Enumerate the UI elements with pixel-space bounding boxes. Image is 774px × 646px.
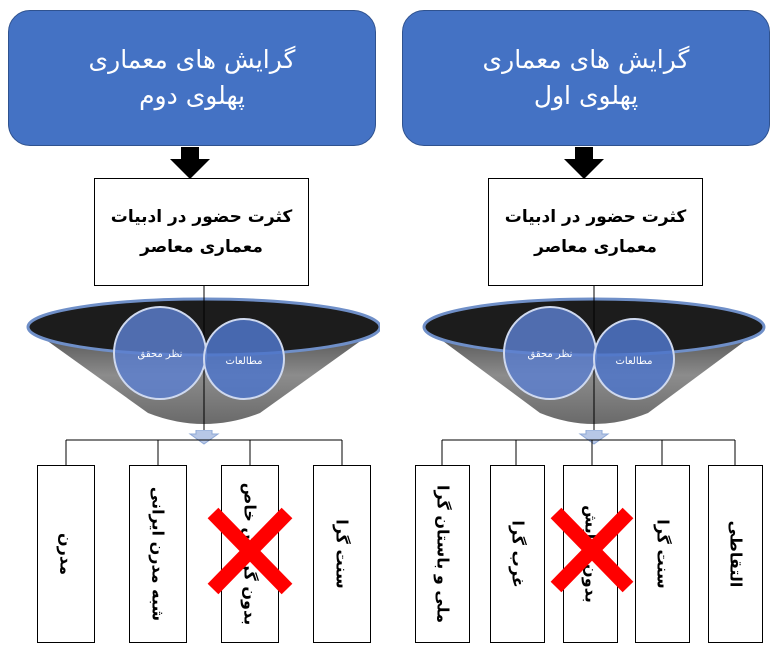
branch-lines xyxy=(65,430,343,466)
circle-studies xyxy=(593,318,675,400)
circle-label-researcher: نظر محقق xyxy=(138,349,183,360)
header-line2: پهلوی دوم xyxy=(139,81,245,110)
category-box: غرب گرا xyxy=(490,465,545,643)
topic-line1: کثرت حضور در ادبیات xyxy=(504,207,687,227)
cross-mark-icon xyxy=(550,507,634,593)
category-label: ملی و باستان گرا xyxy=(433,485,452,623)
topic-box: کثرت حضور در ادبیات معماری معاصر xyxy=(488,178,703,286)
funnel: نظر محقق مطالعات xyxy=(422,285,766,431)
header-line1: گرایش های معماری xyxy=(482,45,690,74)
down-arrow-icon xyxy=(170,147,210,179)
branch-lines xyxy=(441,430,736,466)
category-box: مدرن xyxy=(37,465,95,643)
category-label: غرب گرا xyxy=(508,520,527,588)
header-box: گرایش های معماری پهلوی دوم xyxy=(8,10,376,146)
panel-pahlavi-1: گرایش های معماری پهلوی اول کثرت حضور در … xyxy=(394,0,774,646)
category-box: التقاطی xyxy=(708,465,763,643)
circle-label-studies: مطالعات xyxy=(616,356,653,367)
header-line2: پهلوی اول xyxy=(533,81,639,110)
topic-line2: معماری معاصر xyxy=(534,237,657,257)
topic-line1: کثرت حضور در ادبیات xyxy=(110,207,293,227)
topic-box: کثرت حضور در ادبیات معماری معاصر xyxy=(94,178,309,286)
header-box: گرایش های معماری پهلوی اول xyxy=(402,10,770,146)
small-arrow-icon xyxy=(188,430,220,445)
circle-studies xyxy=(203,318,285,400)
category-label: سنت گرا xyxy=(332,519,352,589)
circle-label-studies: مطالعات xyxy=(226,356,263,367)
category-box: ملی و باستان گرا xyxy=(415,465,470,643)
panel-pahlavi-2: گرایش های معماری پهلوی دوم کثرت حضور در … xyxy=(0,0,380,646)
funnel: نظر محقق مطالعات xyxy=(26,285,380,431)
category-box: سنت گرا xyxy=(635,465,690,643)
category-label: شبه مدرن ایرانی xyxy=(148,486,168,622)
category-label: مدرن xyxy=(56,532,76,576)
topic-line2: معماری معاصر xyxy=(140,237,263,257)
category-box: شبه مدرن ایرانی xyxy=(129,465,187,643)
cross-mark-icon xyxy=(207,507,293,595)
circle-label-researcher: نظر محقق xyxy=(528,349,573,360)
header-line1: گرایش های معماری xyxy=(88,45,296,74)
category-box: سنت گرا xyxy=(313,465,371,643)
category-label: سنت گرا xyxy=(653,519,672,589)
category-label: التقاطی xyxy=(726,520,745,588)
small-arrow-icon xyxy=(578,430,610,445)
down-arrow-icon xyxy=(564,147,604,179)
